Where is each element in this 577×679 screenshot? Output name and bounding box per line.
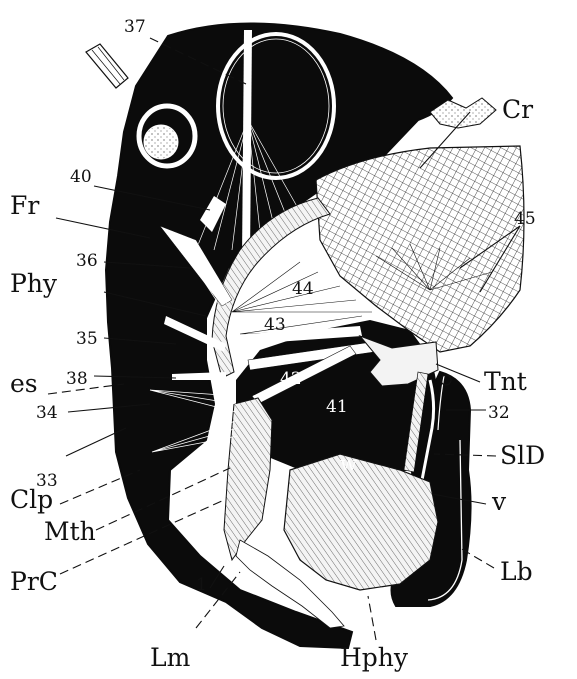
- crop-mesh: [316, 146, 524, 352]
- num-35: 35: [76, 329, 98, 349]
- label-es: es: [10, 369, 38, 398]
- num-36: 36: [76, 251, 98, 271]
- label-lm: Lm: [150, 643, 191, 672]
- label-tnt: Tnt: [484, 367, 527, 396]
- label-prc: PrC: [10, 567, 58, 596]
- num-45: 45: [514, 209, 536, 229]
- num-43: 43: [264, 315, 286, 335]
- num-33: 33: [36, 471, 58, 491]
- num-40: 40: [70, 167, 92, 187]
- label-mth: Mth: [44, 517, 96, 546]
- num-34: 34: [36, 403, 58, 423]
- num-41: 41: [326, 397, 348, 417]
- num-37: 37: [124, 17, 146, 37]
- label-hphy: Hphy: [340, 643, 409, 672]
- num-38: 38: [66, 369, 88, 389]
- num-42: 42: [280, 369, 302, 389]
- label-sld: SlD: [500, 441, 545, 470]
- label-v: v: [491, 487, 507, 516]
- num-44: 44: [292, 279, 314, 299]
- label-lb: Lb: [500, 557, 533, 586]
- label-cr: Cr: [502, 95, 533, 124]
- label-phy: Phy: [10, 269, 58, 298]
- antenna-stub: [86, 44, 128, 88]
- label-w: w: [340, 451, 357, 475]
- num-32: 32: [488, 403, 510, 423]
- num-1: 1: [196, 575, 207, 595]
- label-fr: Fr: [10, 191, 39, 220]
